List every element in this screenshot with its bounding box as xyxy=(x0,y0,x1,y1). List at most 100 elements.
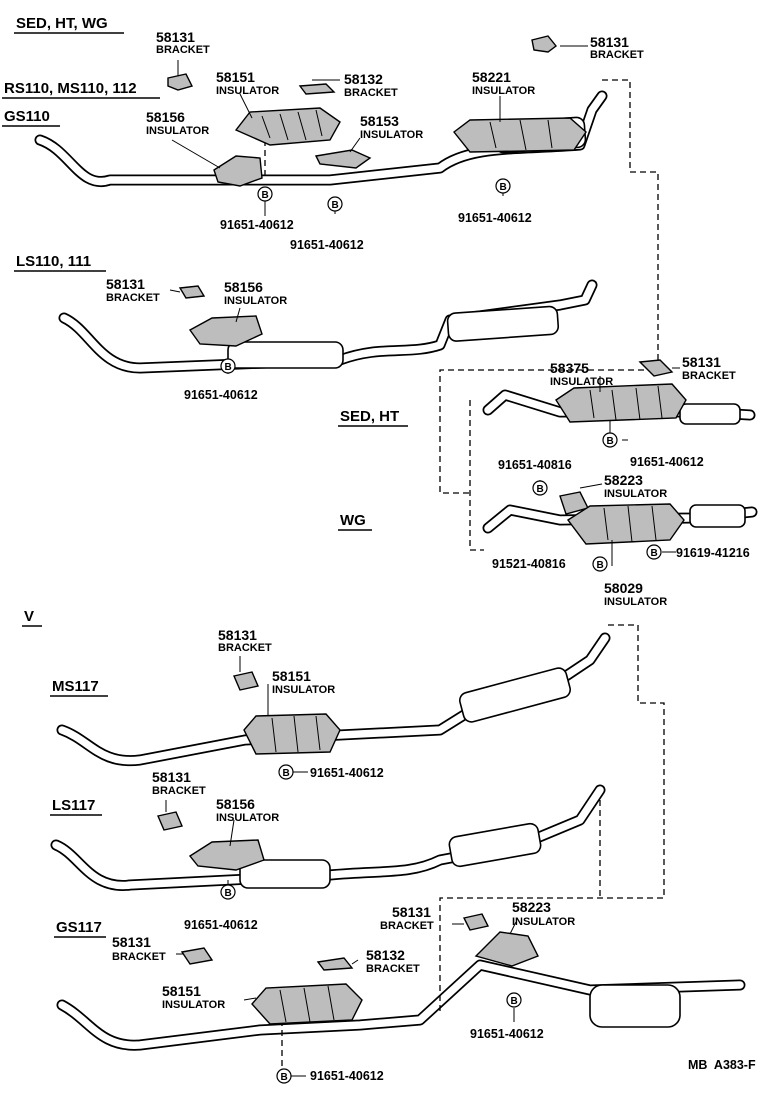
bolt-number-label: 91521-40816 xyxy=(492,557,566,571)
heading-v: V xyxy=(24,608,34,625)
part-name-label: INSULATOR xyxy=(162,999,225,1011)
heading-gs110: GS110 xyxy=(4,108,50,125)
svg-text:B: B xyxy=(262,190,269,201)
part-number-label: 58029 xyxy=(604,580,643,596)
insulator-58223-gs117-shape xyxy=(474,931,539,967)
svg-text:B: B xyxy=(537,484,544,495)
bracket-58132-gs117-shape xyxy=(316,957,354,971)
part-number-label: 58221 xyxy=(472,69,511,85)
muffler-ls117-rear xyxy=(448,822,542,868)
mufflers xyxy=(227,116,746,1028)
part-name-label: INSULATOR xyxy=(360,129,423,141)
leader-lines xyxy=(165,45,680,1077)
bolt-symbol-4: B xyxy=(220,358,236,374)
part-labels: 58131 BRACKET 58131 BRACKET 58151 INSULA… xyxy=(106,29,736,1011)
bolt-number-label: 91651-40612 xyxy=(220,218,294,232)
part-number-label: 58223 xyxy=(604,472,643,488)
heading-rs110-ms110-112: RS110, MS110, 112 xyxy=(4,80,137,97)
exhaust-pipes xyxy=(34,90,758,1051)
part-number-label: 58156 xyxy=(146,109,185,125)
bolt-symbol-1: B xyxy=(257,186,273,202)
part-name-label: INSULATOR xyxy=(272,684,335,696)
muffler-ls110-rear xyxy=(446,305,560,342)
bolt-number-label: 91619-41216 xyxy=(676,546,750,560)
part-name-label: INSULATOR xyxy=(224,295,287,307)
bolt-symbols: B B B B B B B B B B B B xyxy=(220,178,662,1084)
part-number-label: 58131 xyxy=(218,627,257,643)
muffler-wg xyxy=(689,504,746,528)
svg-text:B: B xyxy=(511,996,518,1007)
part-name-label: BRACKET xyxy=(682,370,736,382)
part-number-label: 58132 xyxy=(344,71,383,87)
bracket-58131-gs117-rear-shape xyxy=(462,913,490,931)
part-name-label: BRACKET xyxy=(156,44,210,56)
bolt-number-label: 91651-40612 xyxy=(310,766,384,780)
bolt-symbol-5: B xyxy=(602,432,618,448)
dashed-connectors xyxy=(264,79,665,1068)
heading-wg: WG xyxy=(340,512,366,529)
bolt-number-label: 91651-40612 xyxy=(458,211,532,225)
svg-text:B: B xyxy=(281,1072,288,1083)
bolt-number-label: 91651-40612 xyxy=(290,238,364,252)
muffler-ls117-front xyxy=(239,859,331,889)
insulator-58375-shape xyxy=(555,383,687,423)
part-number-label: 58131 xyxy=(152,769,191,785)
part-name-label: BRACKET xyxy=(218,642,272,654)
heading-sed-ht-wg: SED, HT, WG xyxy=(16,15,108,32)
svg-text:B: B xyxy=(225,362,232,373)
part-number-label: 58156 xyxy=(224,279,263,295)
part-number-label: 58132 xyxy=(366,947,405,963)
part-name-label: INSULATOR xyxy=(216,812,279,824)
bolt-symbol-12: B xyxy=(276,1068,292,1084)
svg-text:B: B xyxy=(651,548,658,559)
insulator-58156-ls117-shape xyxy=(188,839,265,871)
bracket-58131-ms117-shape xyxy=(233,671,259,691)
heading-sed-ht: SED, HT xyxy=(340,408,399,425)
part-number-label: 58156 xyxy=(216,796,255,812)
part-number-label: 58151 xyxy=(272,668,311,684)
insulator-58151-ms117-shape xyxy=(243,713,341,755)
svg-text:B: B xyxy=(597,560,604,571)
diagram-code: MB A383-F xyxy=(688,1058,756,1072)
heading-ls110-111: LS110, 111 xyxy=(16,253,91,270)
bracket-58131-top-left-shape xyxy=(167,73,194,91)
bolt-symbol-3: B xyxy=(495,178,511,194)
insulator-shapes xyxy=(157,35,687,1025)
bracket-58131-gs117-shape xyxy=(180,947,214,965)
part-number-label: 58131 xyxy=(156,29,195,45)
part-name-label: INSULATOR xyxy=(216,85,279,97)
heading-ls117: LS117 xyxy=(52,797,95,814)
bolt-symbol-9: B xyxy=(278,764,294,780)
bolt-symbol-10: B xyxy=(220,884,236,900)
part-number-label: 58131 xyxy=(106,276,145,292)
svg-text:B: B xyxy=(607,436,614,447)
part-name-label: BRACKET xyxy=(366,963,420,975)
muffler-sed-ht xyxy=(679,403,741,425)
part-name-label: INSULATOR xyxy=(604,596,667,608)
part-number-label: 58151 xyxy=(162,983,201,999)
part-number-label: 58223 xyxy=(512,899,551,915)
bolt-symbol-2: B xyxy=(327,196,343,212)
part-number-label: 58153 xyxy=(360,113,399,129)
bolt-number-label: 91651-40612 xyxy=(630,455,704,469)
insulator-58156-gs110-shape xyxy=(213,155,263,187)
svg-text:B: B xyxy=(225,888,232,899)
part-name-label: INSULATOR xyxy=(604,488,667,500)
part-name-label: BRACKET xyxy=(106,292,160,304)
part-name-label: BRACKET xyxy=(152,785,206,797)
svg-text:B: B xyxy=(332,200,339,211)
bolt-number-label: 91651-40612 xyxy=(470,1027,544,1041)
bolt-number-label: 91651-40816 xyxy=(498,458,572,472)
part-name-label: BRACKET xyxy=(344,87,398,99)
bolt-number-label: 91651-40612 xyxy=(184,918,258,932)
insulator-58221-shape xyxy=(453,117,587,153)
section-headings: SED, HT, WG RS110, MS110, 112 GS110 LS11… xyxy=(2,15,408,938)
heading-ms117: MS117 xyxy=(52,678,99,695)
bolt-symbol-6: B xyxy=(532,480,548,496)
part-number-label: 58375 xyxy=(550,360,589,376)
part-number-label: 58131 xyxy=(112,934,151,950)
part-name-label: BRACKET xyxy=(590,49,644,61)
svg-text:B: B xyxy=(500,182,507,193)
bolt-symbol-8: B xyxy=(592,556,608,572)
